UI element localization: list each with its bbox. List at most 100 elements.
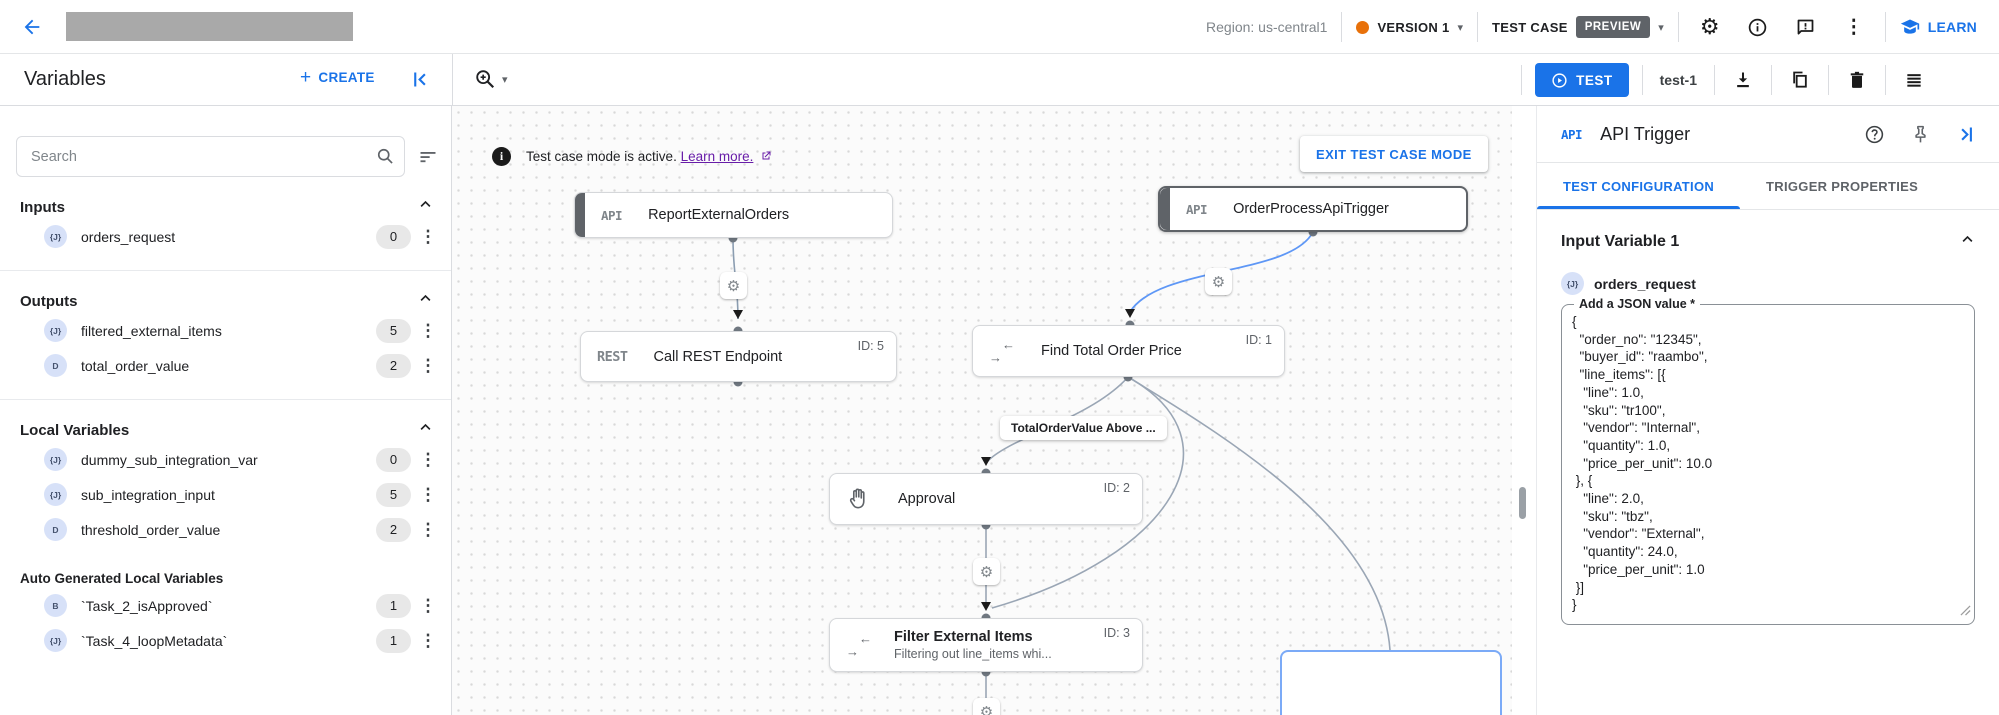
divider: [452, 54, 453, 106]
api-badge: API: [1561, 126, 1583, 142]
node-report-external-orders[interactable]: API ReportExternalOrders: [574, 192, 893, 238]
feedback-button[interactable]: [1789, 10, 1823, 44]
json-type-icon: {J}: [44, 483, 67, 506]
learn-more-link[interactable]: Learn more.: [680, 149, 754, 164]
version-selector[interactable]: VERSION 1 ▾: [1356, 20, 1463, 35]
double-type-icon: D: [44, 354, 67, 377]
node-title: Call REST Endpoint: [653, 348, 783, 365]
canvas-zoom-control[interactable]: ▾: [474, 68, 508, 90]
kebab-menu-icon[interactable]: ⋮: [419, 226, 437, 246]
variable-row[interactable]: D total_order_value 2 ⋮: [0, 350, 451, 381]
edge-settings-gear-icon[interactable]: ⚙: [973, 698, 1000, 715]
gear-glyph: ⚙: [1211, 273, 1226, 291]
version-label: VERSION 1: [1377, 19, 1450, 35]
variable-row[interactable]: B `Task_2_isApproved` 1 ⋮: [0, 590, 451, 621]
pin-button[interactable]: [1907, 121, 1933, 147]
download-button[interactable]: [1728, 65, 1758, 95]
settings-button[interactable]: ⚙: [1693, 10, 1727, 44]
section-title: Inputs: [20, 198, 65, 216]
node-id-label: ID: 1: [1245, 333, 1272, 347]
section-header-outputs[interactable]: Outputs: [0, 291, 451, 311]
trash-icon: [1850, 71, 1864, 88]
kebab-menu-icon[interactable]: ⋮: [419, 320, 437, 340]
double-type-icon: D: [44, 518, 67, 541]
exit-test-case-mode-button[interactable]: EXIT TEST CASE MODE: [1300, 136, 1488, 172]
json-value-textarea[interactable]: { "order_no": "12345", "buyer_id": "raam…: [1572, 314, 1713, 613]
gear-glyph: ⚙: [726, 277, 741, 295]
menu-lines-icon: [1907, 74, 1921, 87]
variable-row[interactable]: {J} filtered_external_items 5 ⋮: [0, 315, 451, 346]
search-input[interactable]: [16, 136, 405, 177]
api-trigger-config-panel: API API Trigger TEST CONFIGURATION TRIGG…: [1537, 106, 1999, 715]
back-button[interactable]: [18, 13, 46, 41]
sort-button[interactable]: [415, 144, 441, 170]
variable-name: filtered_external_items: [81, 322, 222, 339]
edge-settings-gear-icon[interactable]: ⚙: [1205, 268, 1232, 295]
canvas-panel-gutter: [1512, 106, 1537, 715]
variable-row[interactable]: D threshold_order_value 2 ⋮: [0, 514, 451, 545]
kebab-menu-icon[interactable]: ⋮: [419, 484, 437, 504]
node-order-process-api-trigger[interactable]: API OrderProcessApiTrigger: [1158, 186, 1468, 232]
kebab-menu-icon[interactable]: ⋮: [419, 355, 437, 375]
api-trigger-tag: API: [601, 207, 623, 223]
usage-count-badge: 5: [376, 482, 411, 507]
section-header-local-variables[interactable]: Local Variables: [0, 420, 451, 440]
feedback-icon: [1797, 19, 1814, 34]
section-header-inputs[interactable]: Inputs: [0, 197, 451, 217]
chevron-down-icon: ▾: [1658, 21, 1664, 34]
collapse-variables-panel-button[interactable]: [410, 69, 431, 95]
learn-button[interactable]: LEARN: [1900, 17, 1977, 37]
kebab-menu-icon[interactable]: ⋮: [419, 449, 437, 469]
edge-settings-gear-icon[interactable]: ⚙: [973, 558, 1000, 585]
vertical-scrollbar[interactable]: [1519, 487, 1526, 519]
node-approval[interactable]: Approval ID: 2: [829, 473, 1143, 525]
test-button[interactable]: TEST: [1535, 63, 1629, 97]
variable-row[interactable]: {J} sub_integration_input 5 ⋮: [0, 479, 451, 510]
help-button[interactable]: [1861, 121, 1887, 147]
section-title: Input Variable 1: [1561, 233, 1680, 250]
json-value-field-label: Add a JSON value *: [1579, 297, 1696, 311]
data-mapping-icon: → ←: [846, 632, 872, 658]
tab-trigger-properties[interactable]: TRIGGER PROPERTIES: [1766, 178, 1919, 194]
panel-variable-row: {J} orders_request: [1561, 272, 1975, 295]
resize-handle-icon[interactable]: [1960, 603, 1971, 621]
chevron-up-icon: [418, 197, 433, 217]
panel-header-icons: [1861, 121, 1979, 147]
kebab-menu-icon[interactable]: ⋮: [419, 519, 437, 539]
variable-name: orders_request: [81, 228, 176, 245]
chevron-down-icon: ▾: [1457, 21, 1464, 34]
input-variable-section-header[interactable]: Input Variable 1: [1561, 232, 1975, 252]
log-viewer-button[interactable]: [1899, 65, 1929, 95]
kebab-menu-icon[interactable]: ⋮: [419, 595, 437, 615]
node-find-total-order-price[interactable]: → ← Find Total Order Price ID: 1: [972, 325, 1285, 377]
variable-row[interactable]: {J} dummy_sub_integration_var 0 ⋮: [0, 444, 451, 475]
node-partial-unnamed[interactable]: [1280, 650, 1502, 715]
variable-row[interactable]: {J} orders_request 0 ⋮: [0, 221, 451, 252]
more-options-button[interactable]: ⋮: [1837, 10, 1871, 44]
variable-row[interactable]: {J} `Task_4_loopMetadata` 1 ⋮: [0, 625, 451, 656]
create-variable-button[interactable]: + CREATE: [300, 68, 375, 87]
integration-canvas[interactable]: i Test case mode is active. Learn more. …: [452, 106, 1512, 715]
edge-condition-label[interactable]: TotalOrderValue Above ...: [1000, 416, 1167, 440]
edge-settings-gear-icon[interactable]: ⚙: [720, 272, 747, 299]
copy-button[interactable]: [1785, 65, 1815, 95]
chevron-up-icon: [418, 291, 433, 311]
search-row: [0, 106, 451, 177]
usage-count-badge: 1: [376, 593, 411, 618]
json-type-icon: {J}: [44, 319, 67, 342]
node-filter-external-items[interactable]: → ← Filter External Items Filtering out …: [829, 618, 1143, 672]
delete-button[interactable]: [1842, 65, 1872, 95]
test-case-selector[interactable]: TEST CASE PREVIEW ▾: [1492, 16, 1664, 38]
info-button[interactable]: [1741, 10, 1775, 44]
tab-test-configuration[interactable]: TEST CONFIGURATION: [1537, 163, 1741, 209]
kebab-menu-icon[interactable]: ⋮: [419, 630, 437, 650]
section-header-auto-generated[interactable]: Auto Generated Local Variables: [0, 571, 451, 586]
node-title: Filter External Items: [894, 629, 1033, 645]
node-subtitle: Filtering out line_items whi...: [894, 647, 1052, 661]
node-call-rest-endpoint[interactable]: REST Call REST Endpoint ID: 5: [580, 331, 897, 382]
test-case-name[interactable]: test-1: [1659, 72, 1697, 88]
variable-name: orders_request: [1594, 275, 1696, 292]
sort-icon: [420, 151, 436, 162]
collapse-panel-button[interactable]: [1953, 121, 1979, 147]
